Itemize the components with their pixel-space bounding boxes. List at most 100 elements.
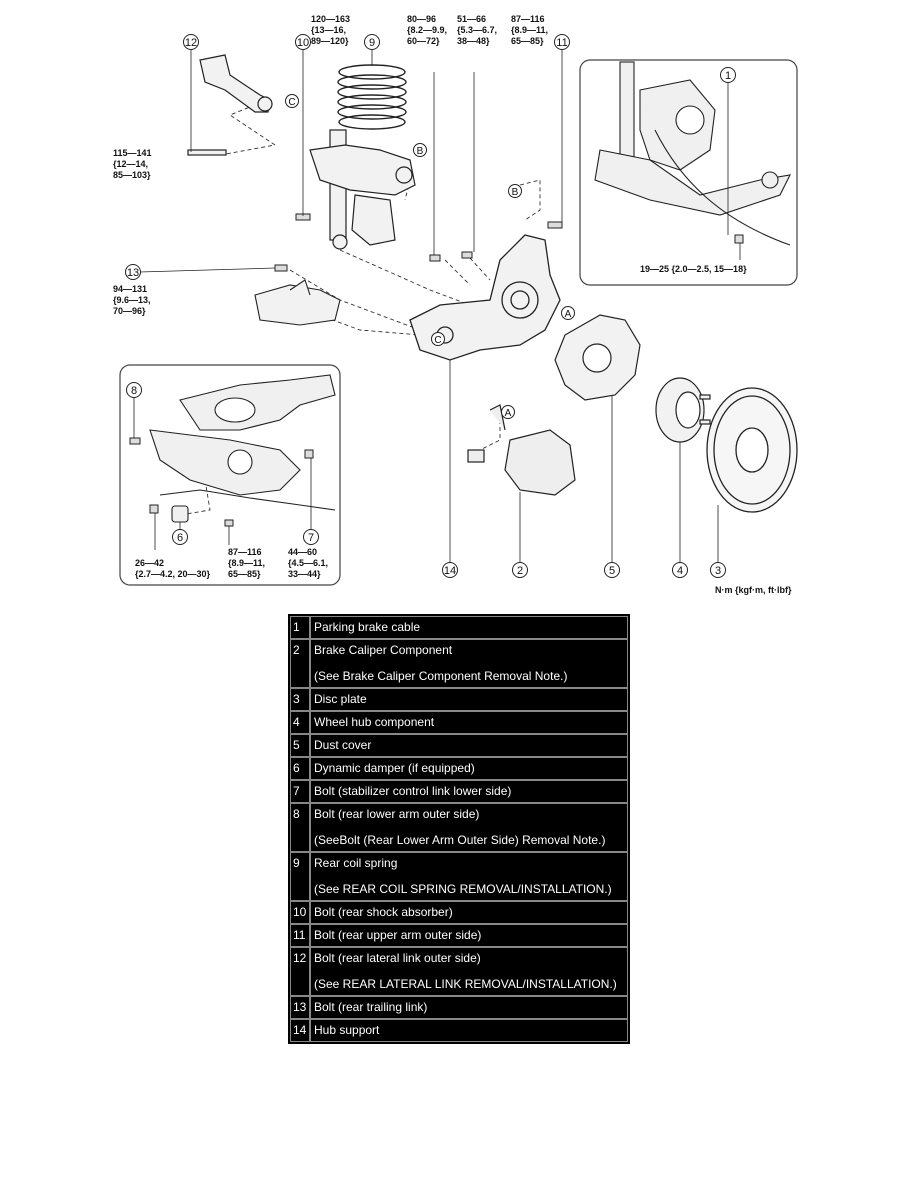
table-row: 6 Dynamic damper (if equipped) — [290, 757, 628, 780]
parking-brake-inset-box — [579, 59, 798, 286]
part-name: Rear coil spring — [314, 856, 398, 870]
callout-12: 12 — [185, 37, 197, 49]
part-number: 14 — [290, 1019, 310, 1042]
part-description: Wheel hub component — [310, 711, 628, 734]
part-number: 6 — [290, 757, 310, 780]
table-row: 1 Parking brake cable — [290, 616, 628, 639]
torque-bolt-lower-arm: 87—116 {8.9—11, 65—85} — [228, 547, 268, 579]
torque-bolt-13: 94—131 {9.6—13, 70—96} — [113, 284, 153, 316]
part-description: Dynamic damper (if equipped) — [310, 757, 628, 780]
leader-lines — [133, 50, 741, 563]
part-name: Bolt (rear lateral link outer side) — [314, 951, 481, 965]
part-name: Bolt (rear trailing link) — [314, 1000, 428, 1014]
table-row: 5 Dust cover — [290, 734, 628, 757]
trailing-link-drawing — [254, 279, 341, 326]
callout-circles — [125, 34, 736, 578]
disc-plate-drawing — [706, 387, 798, 513]
torque-bolt-51: 51—66 {5.3—6.7, 38—48} — [457, 14, 500, 46]
marker-c-2: C — [434, 335, 441, 346]
marker-a-2: A — [505, 408, 512, 419]
part-number: 1 — [290, 616, 310, 639]
torque-bolt-6: 26—42 {2.7—4.2, 20—30} — [135, 558, 211, 579]
part-name: Dynamic damper (if equipped) — [314, 761, 475, 775]
part-number: 4 — [290, 711, 310, 734]
brake-caliper-drawing — [467, 404, 576, 496]
table-row: 7 Bolt (stabilizer control link lower sid… — [290, 780, 628, 803]
dust-cover-drawing — [554, 314, 641, 401]
coil-spring-drawing — [337, 64, 407, 130]
callout-10: 10 — [297, 37, 309, 49]
marker-c-1: C — [288, 97, 295, 108]
wheel-hub-drawing — [655, 377, 711, 443]
shock-absorber-drawing — [309, 129, 416, 250]
hub-support-drawing — [409, 234, 561, 361]
part-name: Bolt (stabilizer control link lower side… — [314, 784, 512, 798]
part-note: (See Brake Caliper Component Removal Not… — [314, 669, 568, 683]
table-row: 12 Bolt (rear lateral link outer side) (Se… — [290, 947, 628, 996]
callout-9: 9 — [369, 37, 375, 49]
exploded-view-diagram: 12 10 9 11 1 13 8 6 7 14 2 5 4 3 C B B A… — [113, 14, 798, 595]
callout-numbers: 12 10 9 11 1 13 8 6 7 14 2 5 4 3 — [127, 37, 731, 577]
part-number: 7 — [290, 780, 310, 803]
part-description: Disc plate — [310, 688, 628, 711]
torque-units-label: N·m {kgf·m, ft·lbf} — [715, 585, 792, 595]
part-description: Brake Caliper Component (See Brake Calipe… — [310, 639, 628, 688]
part-description: Bolt (rear lower arm outer side)(SeeBolt… — [310, 803, 628, 852]
table-row: 9 Rear coil spring (See REAR COIL SPRING R… — [290, 852, 628, 901]
marker-a-1: A — [565, 309, 572, 320]
part-name: Disc plate — [314, 692, 367, 706]
part-note: (See REAR COIL SPRING REMOVAL/INSTALLATI… — [314, 882, 612, 896]
part-number: 5 — [290, 734, 310, 757]
part-name: Wheel hub component — [314, 715, 435, 729]
torque-parking-cable-bolt: 19—25 {2.0—2.5, 15—18} — [640, 264, 747, 274]
callout-1: 1 — [725, 70, 731, 82]
torque-bolt-80: 80—96 {8.2—9.9, 60—72} — [407, 14, 450, 46]
part-number: 3 — [290, 688, 310, 711]
callout-7: 7 — [308, 532, 314, 544]
table-row: 4 Wheel hub component — [290, 711, 628, 734]
marker-b-2: B — [512, 187, 519, 198]
part-number: 9 — [290, 852, 310, 901]
lower-arm-inset-drawing — [149, 374, 336, 523]
torque-bolt-7: 44—60 {4.5—6.1, 33—44} — [288, 547, 331, 579]
callout-13: 13 — [127, 267, 139, 279]
callout-3: 3 — [715, 565, 721, 577]
part-description: Rear coil spring (See REAR COIL SPRING RE… — [310, 852, 628, 901]
callout-5: 5 — [609, 565, 615, 577]
part-number: 8 — [290, 803, 310, 852]
torque-bolt-12: 115—141 {12—14, 85—103} — [113, 148, 154, 180]
part-name: Dust cover — [314, 738, 372, 752]
callout-6: 6 — [177, 532, 183, 544]
table-row: 3 Disc plate — [290, 688, 628, 711]
callout-14: 14 — [444, 565, 456, 577]
part-note: (SeeBolt (Rear Lower Arm Outer Side) Rem… — [314, 833, 606, 847]
part-description: Bolt (rear trailing link) — [310, 996, 628, 1019]
torque-bolt-9: 120—163 {13—16, 89—120} — [311, 14, 353, 46]
parking-brake-inset-drawing — [594, 61, 791, 246]
marker-b-1: B — [417, 146, 424, 157]
part-number: 11 — [290, 924, 310, 947]
callout-4: 4 — [677, 565, 683, 577]
part-name: Brake Caliper Component — [314, 643, 453, 657]
callout-11: 11 — [556, 37, 567, 49]
callout-8: 8 — [131, 385, 137, 397]
part-note: (See REAR LATERAL LINK REMOVAL/INSTALLAT… — [314, 977, 617, 991]
part-number: 12 — [290, 947, 310, 996]
part-description: Bolt (stabilizer control link lower side… — [310, 780, 628, 803]
lateral-link-drawing — [187, 54, 273, 156]
part-description: Dust cover — [310, 734, 628, 757]
part-description: Bolt (rear shock absorber) — [310, 901, 628, 924]
letter-marker-labels: C B B A C A — [288, 97, 571, 419]
part-name: Parking brake cable — [314, 620, 421, 634]
part-description: Hub support — [310, 1019, 628, 1042]
part-description: Bolt (rear upper arm outer side) — [310, 924, 628, 947]
letter-markers — [285, 94, 575, 419]
